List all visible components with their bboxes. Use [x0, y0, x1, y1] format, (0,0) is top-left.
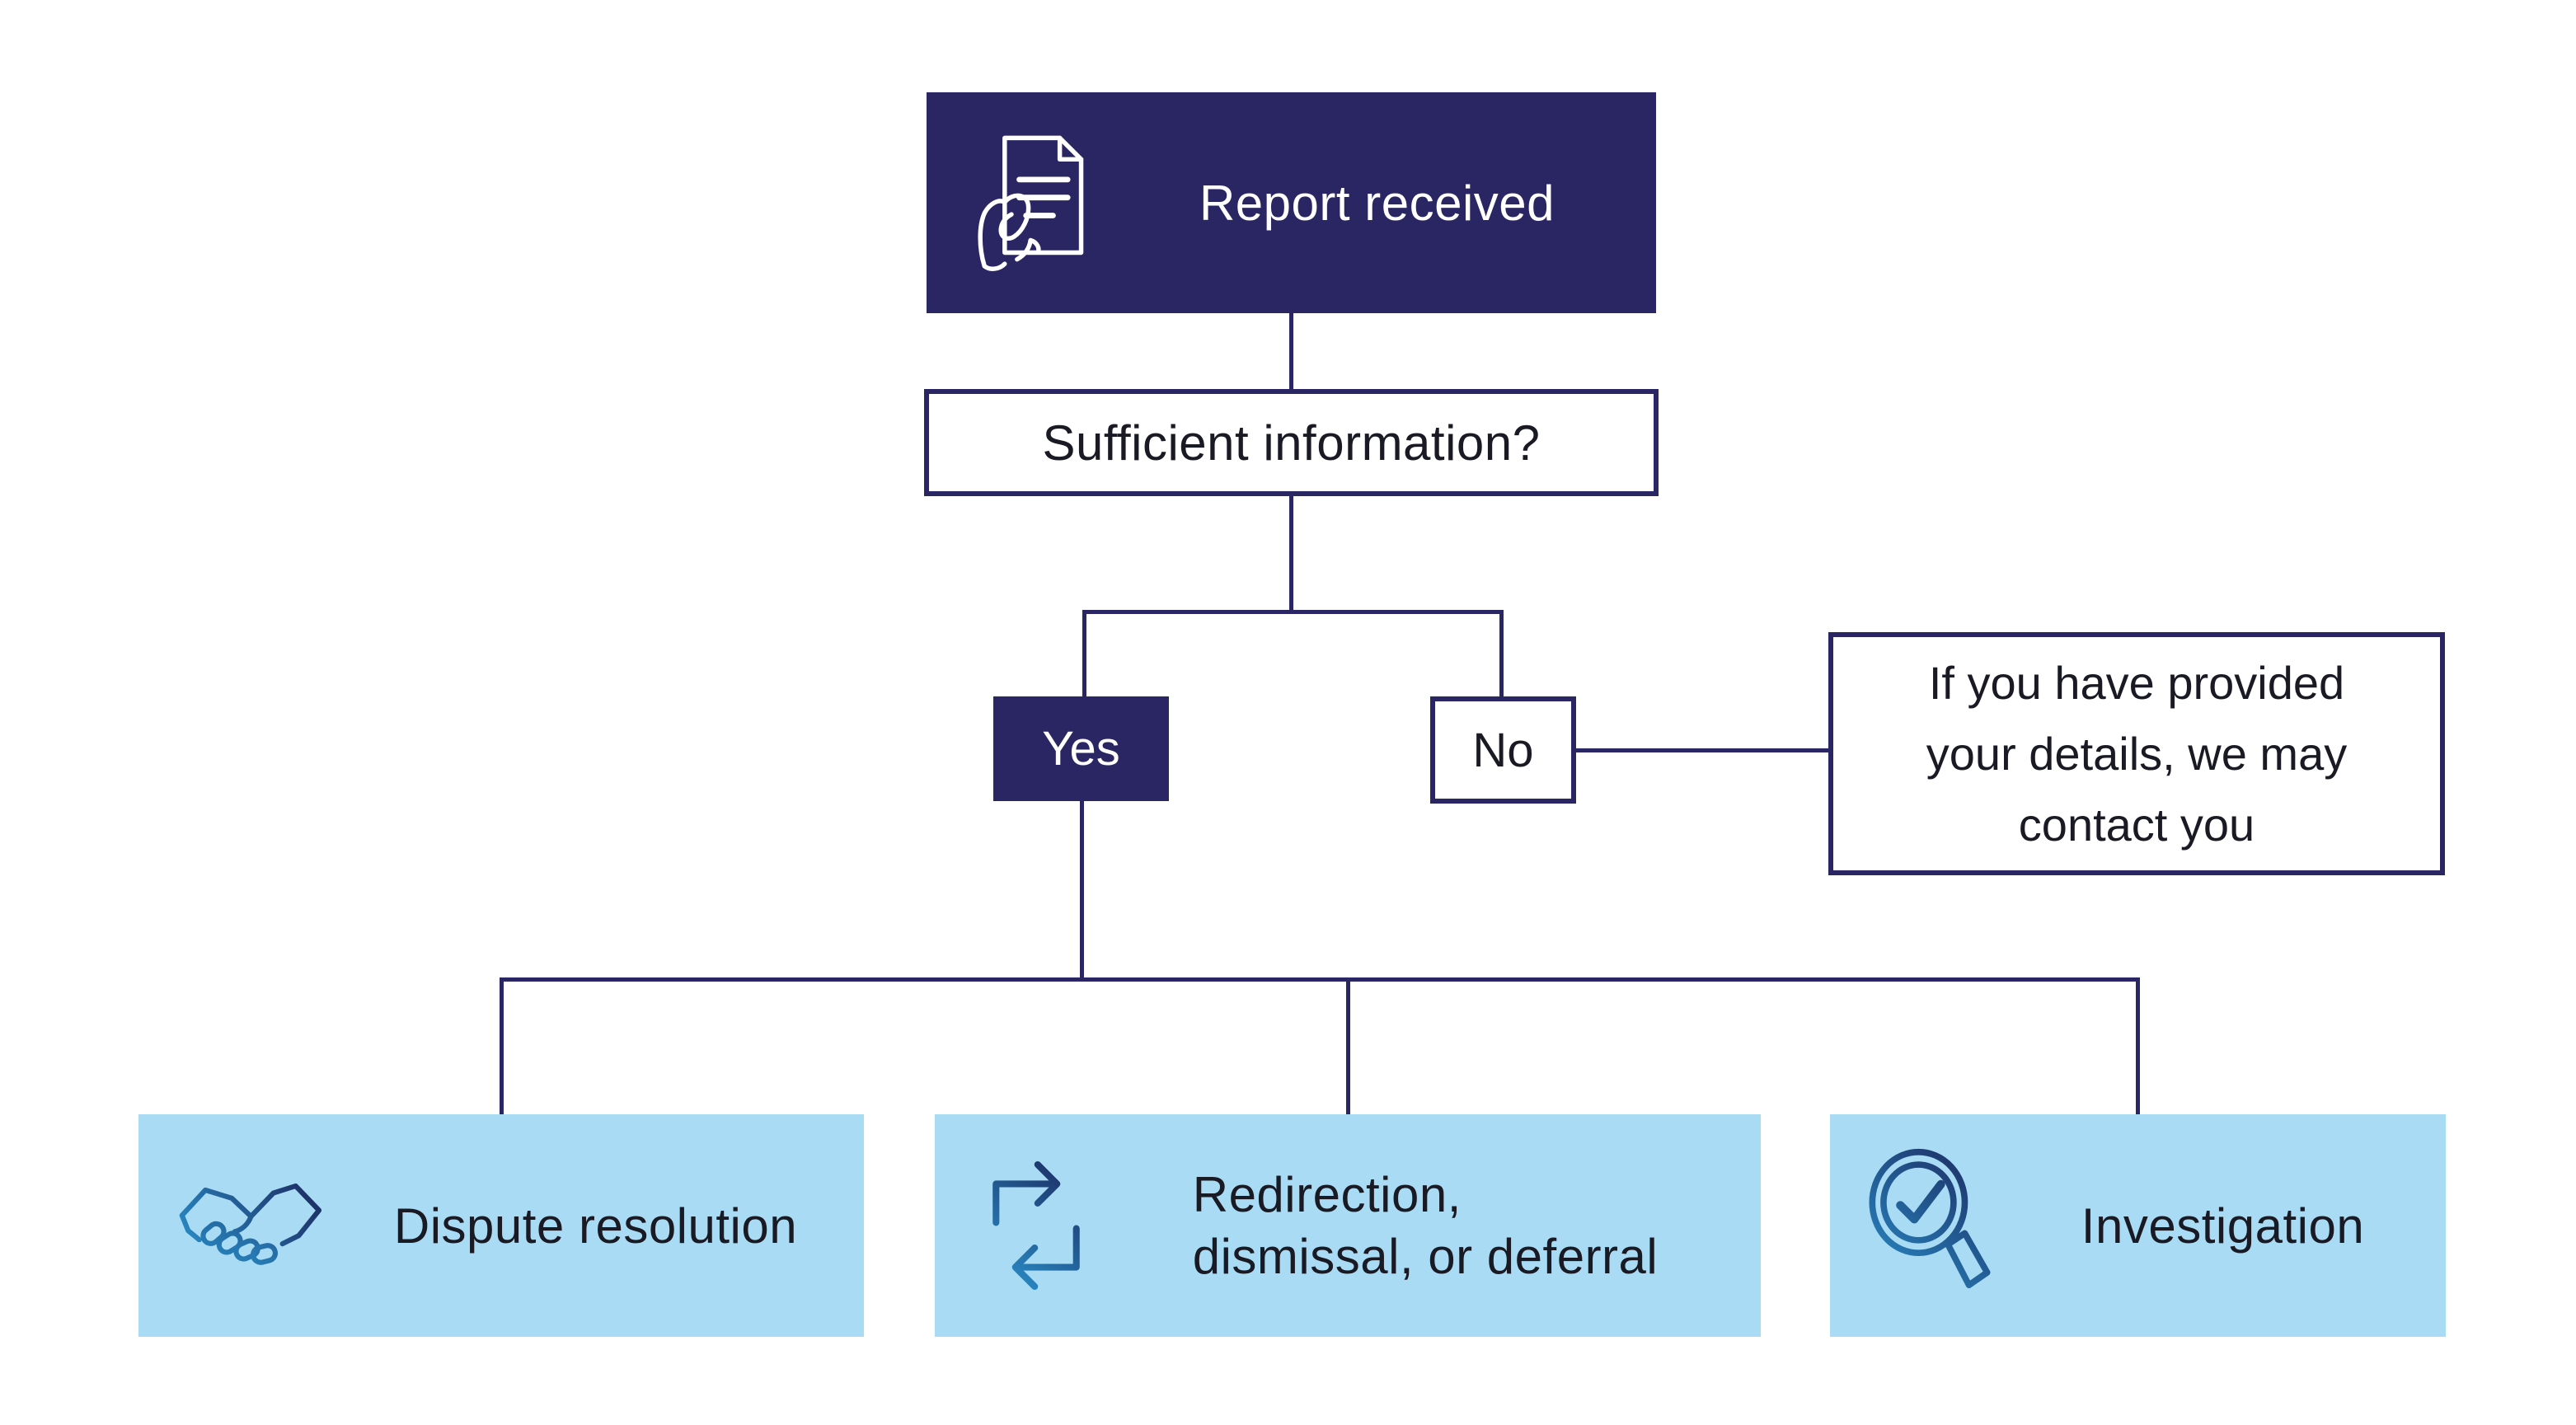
magnifier-check-icon [1860, 1145, 2000, 1306]
connector-report-to-question [1289, 313, 1293, 391]
connector-no-to-note [1574, 748, 1830, 752]
connector-to-dispute-resolution [500, 977, 504, 1116]
no-label: No [1472, 723, 1534, 777]
connector-to-redirection [1346, 977, 1350, 1116]
document-in-hand-icon [974, 124, 1098, 282]
connector-question-down [1289, 495, 1293, 612]
redirection-arrows-icon [983, 1157, 1090, 1294]
contact-note-node: If you have provided your details, we ma… [1828, 632, 2445, 875]
contact-note-text: If you have provided your details, we ma… [1926, 648, 2347, 860]
redirection-label-line-1: Redirection, [1192, 1167, 1462, 1222]
investigation-label: Investigation [2081, 1198, 2365, 1254]
redirection-node: Redirection, dismissal, or deferral [935, 1114, 1761, 1337]
dispute-resolution-node: Dispute resolution [138, 1114, 864, 1337]
contact-note-line-1: If you have provided [1928, 656, 2345, 709]
contact-note-line-3: contact you [2018, 798, 2255, 851]
connector-outcomes-horizontal [500, 977, 2140, 982]
connector-branch-to-no [1499, 610, 1504, 698]
connector-branch-to-yes [1082, 610, 1086, 698]
yes-label: Yes [1042, 722, 1120, 776]
handshake-icon [175, 1173, 327, 1278]
investigation-node: Investigation [1830, 1114, 2446, 1337]
yes-node: Yes [993, 696, 1169, 801]
redirection-label: Redirection, dismissal, or deferral [1090, 1164, 1761, 1287]
no-node: No [1430, 696, 1576, 804]
sufficient-information-label: Sufficient information? [1042, 415, 1541, 471]
sufficient-information-node: Sufficient information? [924, 389, 1659, 496]
redirection-label-line-2: dismissal, or deferral [1192, 1229, 1659, 1284]
dispute-resolution-label: Dispute resolution [393, 1198, 798, 1254]
connector-yes-down [1080, 799, 1084, 979]
contact-note-line-2: your details, we may [1926, 727, 2348, 780]
connector-to-investigation [2136, 977, 2140, 1116]
report-received-label: Report received [1199, 175, 1555, 231]
connector-branch-horizontal [1082, 610, 1504, 614]
report-received-node: Report received [927, 92, 1656, 313]
